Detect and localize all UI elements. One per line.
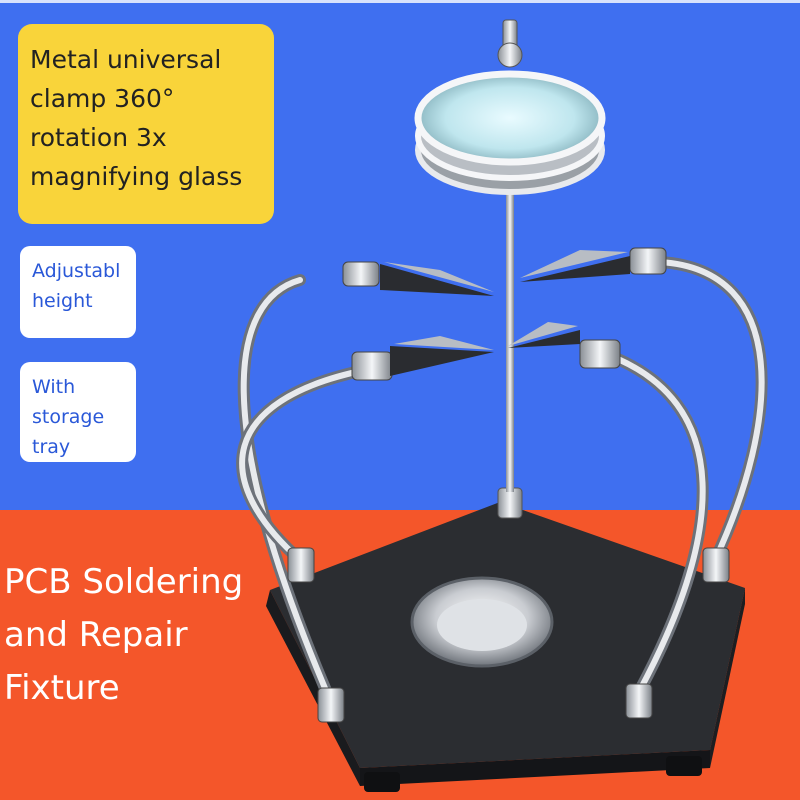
caption-line: Fixture — [4, 668, 120, 708]
feature-line: tray — [32, 436, 71, 458]
feature-line: rotation 3x — [30, 123, 167, 152]
storage-tray-icon — [410, 576, 554, 668]
feature-callout-height: Adjustabl height — [20, 246, 136, 338]
alligator-clip-icon — [380, 250, 630, 376]
feature-callout-tray: With storage tray — [20, 362, 136, 462]
caption-line: and Repair — [4, 615, 188, 655]
feature-line: height — [32, 290, 93, 312]
top-border-line — [0, 0, 800, 3]
arm-connector-icon — [287, 247, 730, 723]
flexible-arm-icon — [236, 256, 768, 706]
feature-line: storage — [32, 406, 105, 428]
product-caption: PCB Soldering and Repair Fixture — [4, 556, 304, 715]
feature-line: clamp 360° — [30, 84, 175, 113]
magnifier-icon — [414, 19, 606, 195]
feature-line: Adjustabl — [32, 260, 121, 282]
feature-line: magnifying glass — [30, 162, 243, 191]
feature-line: Metal universal — [30, 45, 222, 74]
feature-line: With — [32, 376, 76, 398]
center-post-icon — [497, 180, 523, 519]
feature-callout-magnifier: Metal universal clamp 360° rotation 3x m… — [18, 24, 274, 224]
caption-line: PCB Soldering — [4, 562, 244, 602]
